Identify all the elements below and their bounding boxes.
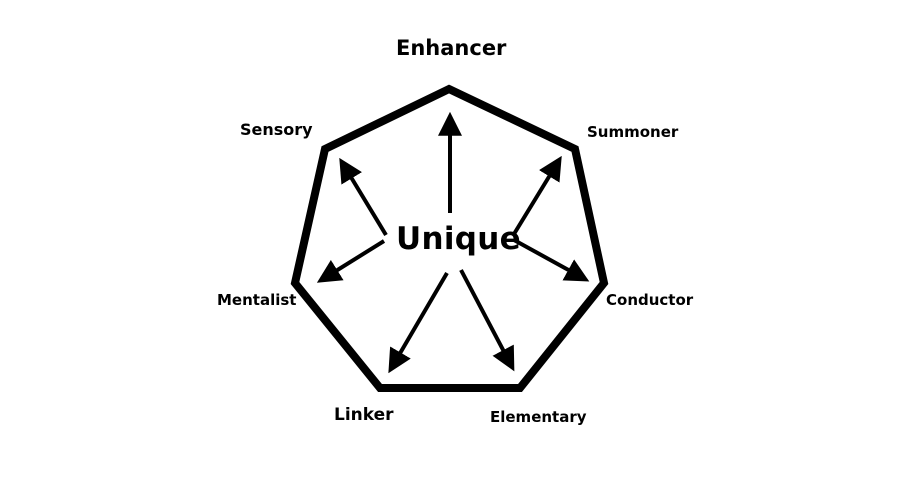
node-label-conductor: Conductor <box>606 291 694 309</box>
node-label-mentalist: Mentalist <box>217 291 297 309</box>
node-label-enhancer: Enhancer <box>396 36 507 60</box>
arrow-to-mentalist <box>316 239 386 283</box>
heptagon-outline <box>290 84 609 392</box>
center-label-unique: Unique <box>396 221 521 257</box>
node-label-linker: Linker <box>334 405 394 425</box>
arrow-to-sensory <box>339 157 388 237</box>
arrow-to-conductor <box>513 238 590 282</box>
arrow-to-summoner <box>512 155 562 236</box>
node-label-elementary: Elementary <box>490 408 587 426</box>
node-label-summoner: Summoner <box>587 123 679 141</box>
arrow-to-elementary <box>459 269 515 372</box>
arrow-to-linker <box>388 271 449 374</box>
node-label-sensory: Sensory <box>240 120 313 139</box>
